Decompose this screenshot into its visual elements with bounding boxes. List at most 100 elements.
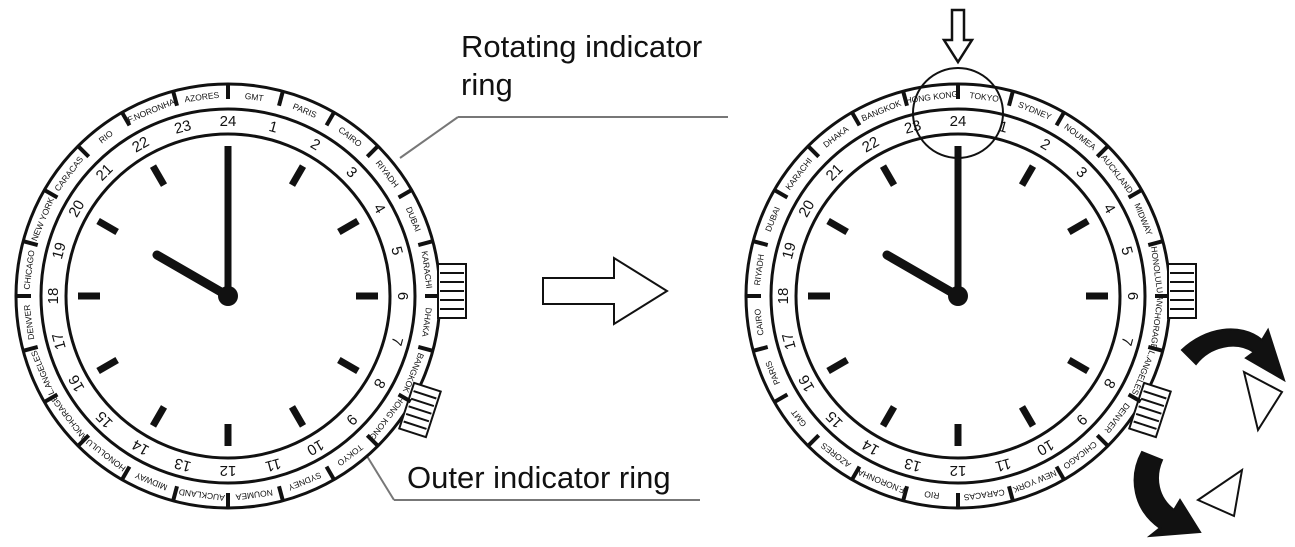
callout-rotating-ring-line1: Rotating indicator bbox=[461, 29, 703, 64]
leader-rotating-ring bbox=[399, 116, 728, 159]
hour-numeral: 24 bbox=[950, 113, 967, 130]
city-label: DHAKA bbox=[420, 307, 434, 338]
city-tick bbox=[120, 465, 132, 480]
center-pin bbox=[948, 286, 968, 306]
hour-numeral: 17 bbox=[779, 331, 800, 352]
hour-numeral: 12 bbox=[220, 462, 237, 479]
city-tick bbox=[901, 91, 909, 107]
city-label: DENVER bbox=[22, 304, 37, 340]
hour-marker bbox=[826, 356, 849, 375]
city-tick bbox=[23, 239, 39, 247]
hour-numeral: 19 bbox=[779, 241, 800, 262]
hour-marker bbox=[1067, 217, 1090, 236]
hour-numeral: 24 bbox=[220, 113, 237, 130]
hour-marker bbox=[149, 405, 168, 428]
city-label: RIYADH bbox=[752, 254, 766, 287]
hour-marker bbox=[149, 164, 168, 187]
hour-numeral: 22 bbox=[129, 133, 152, 156]
city-label: NOUMEA bbox=[235, 488, 274, 503]
city-tick bbox=[277, 485, 285, 501]
city-tick bbox=[397, 188, 412, 200]
hour-hand bbox=[882, 250, 963, 301]
city-tick bbox=[1054, 465, 1066, 480]
hour-numeral: 11 bbox=[993, 454, 1012, 474]
city-label: RIO bbox=[923, 489, 940, 501]
city-tick bbox=[774, 392, 789, 404]
pusher-icon bbox=[1128, 381, 1172, 439]
hour-numeral: 19 bbox=[49, 241, 70, 262]
hour-numeral: 23 bbox=[173, 117, 194, 138]
city-tick bbox=[850, 465, 862, 480]
hour-numeral: 20 bbox=[795, 197, 818, 220]
hour-numeral: 16 bbox=[795, 372, 818, 395]
city-tick bbox=[1147, 239, 1163, 247]
watch-face-right: TOKYOSYDNEYNOUMEAAUCKLANDMIDWAYHONOLULUA… bbox=[744, 82, 1197, 510]
city-label: CAIRO bbox=[752, 308, 765, 336]
city-tick bbox=[23, 345, 39, 353]
city-tick bbox=[753, 239, 769, 247]
down-arrow-icon bbox=[941, 8, 975, 65]
city-tick bbox=[120, 112, 132, 127]
hour-marker bbox=[337, 356, 360, 375]
city-label: TOKYO bbox=[969, 90, 1000, 104]
watch-face-left: GMTPARISCAIRORIYADHDUBAIKARACHIDHAKABANG… bbox=[14, 82, 467, 510]
rotating-ring-edge bbox=[39, 107, 417, 485]
city-tick bbox=[1147, 345, 1163, 353]
city-tick bbox=[1007, 485, 1015, 501]
hour-numeral: 18 bbox=[45, 288, 62, 305]
highlight-circle bbox=[912, 67, 1004, 159]
city-tick bbox=[1095, 433, 1109, 447]
hour-numeral: 14 bbox=[859, 436, 882, 459]
hour-marker bbox=[826, 217, 849, 236]
hour-numeral: 17 bbox=[49, 331, 70, 352]
hour-marker bbox=[879, 405, 898, 428]
city-tick bbox=[417, 239, 433, 247]
city-label: KARACHI bbox=[420, 250, 435, 289]
hour-marker bbox=[1067, 356, 1090, 375]
hour-numeral: 10 bbox=[1034, 436, 1057, 459]
city-tick bbox=[901, 485, 909, 501]
crown-icon bbox=[1167, 263, 1197, 319]
callout-rotating-ring-line2: ring bbox=[461, 67, 513, 102]
hour-numeral: 22 bbox=[859, 133, 882, 156]
hour-numeral: 6 bbox=[394, 292, 411, 300]
city-tick bbox=[365, 433, 379, 447]
center-pin bbox=[218, 286, 238, 306]
hour-marker bbox=[96, 356, 119, 375]
hour-numeral: 10 bbox=[304, 436, 327, 459]
hour-numeral: 13 bbox=[903, 454, 924, 475]
city-tick bbox=[397, 392, 412, 404]
city-tick bbox=[1095, 145, 1109, 159]
hour-marker bbox=[1018, 164, 1037, 187]
rotate-arrow-icon bbox=[1133, 450, 1244, 538]
city-tick bbox=[807, 145, 821, 159]
callout-rotating-ring: Rotating indicator ring bbox=[461, 28, 702, 104]
hour-numeral: 16 bbox=[65, 372, 88, 395]
hour-marker bbox=[96, 217, 119, 236]
hour-numeral: 13 bbox=[173, 454, 194, 475]
city-tick bbox=[807, 433, 821, 447]
city-tick bbox=[171, 91, 179, 107]
city-tick bbox=[1127, 188, 1142, 200]
hour-numeral: 11 bbox=[263, 454, 282, 474]
hour-marker bbox=[288, 405, 307, 428]
city-tick bbox=[77, 433, 91, 447]
pusher-icon bbox=[398, 381, 442, 439]
city-tick bbox=[44, 392, 59, 404]
hour-numeral: 6 bbox=[1124, 292, 1141, 300]
city-tick bbox=[774, 188, 789, 200]
city-tick bbox=[44, 188, 59, 200]
right-arrow-icon bbox=[542, 256, 669, 326]
city-tick bbox=[417, 345, 433, 353]
city-tick bbox=[1054, 112, 1066, 127]
city-tick bbox=[77, 145, 91, 159]
rotating-ring-edge bbox=[769, 107, 1147, 485]
hour-marker bbox=[879, 164, 898, 187]
city-tick bbox=[277, 91, 285, 107]
city-tick bbox=[324, 112, 336, 127]
city-tick bbox=[1007, 91, 1015, 107]
hour-hand bbox=[152, 250, 233, 301]
city-tick bbox=[324, 465, 336, 480]
